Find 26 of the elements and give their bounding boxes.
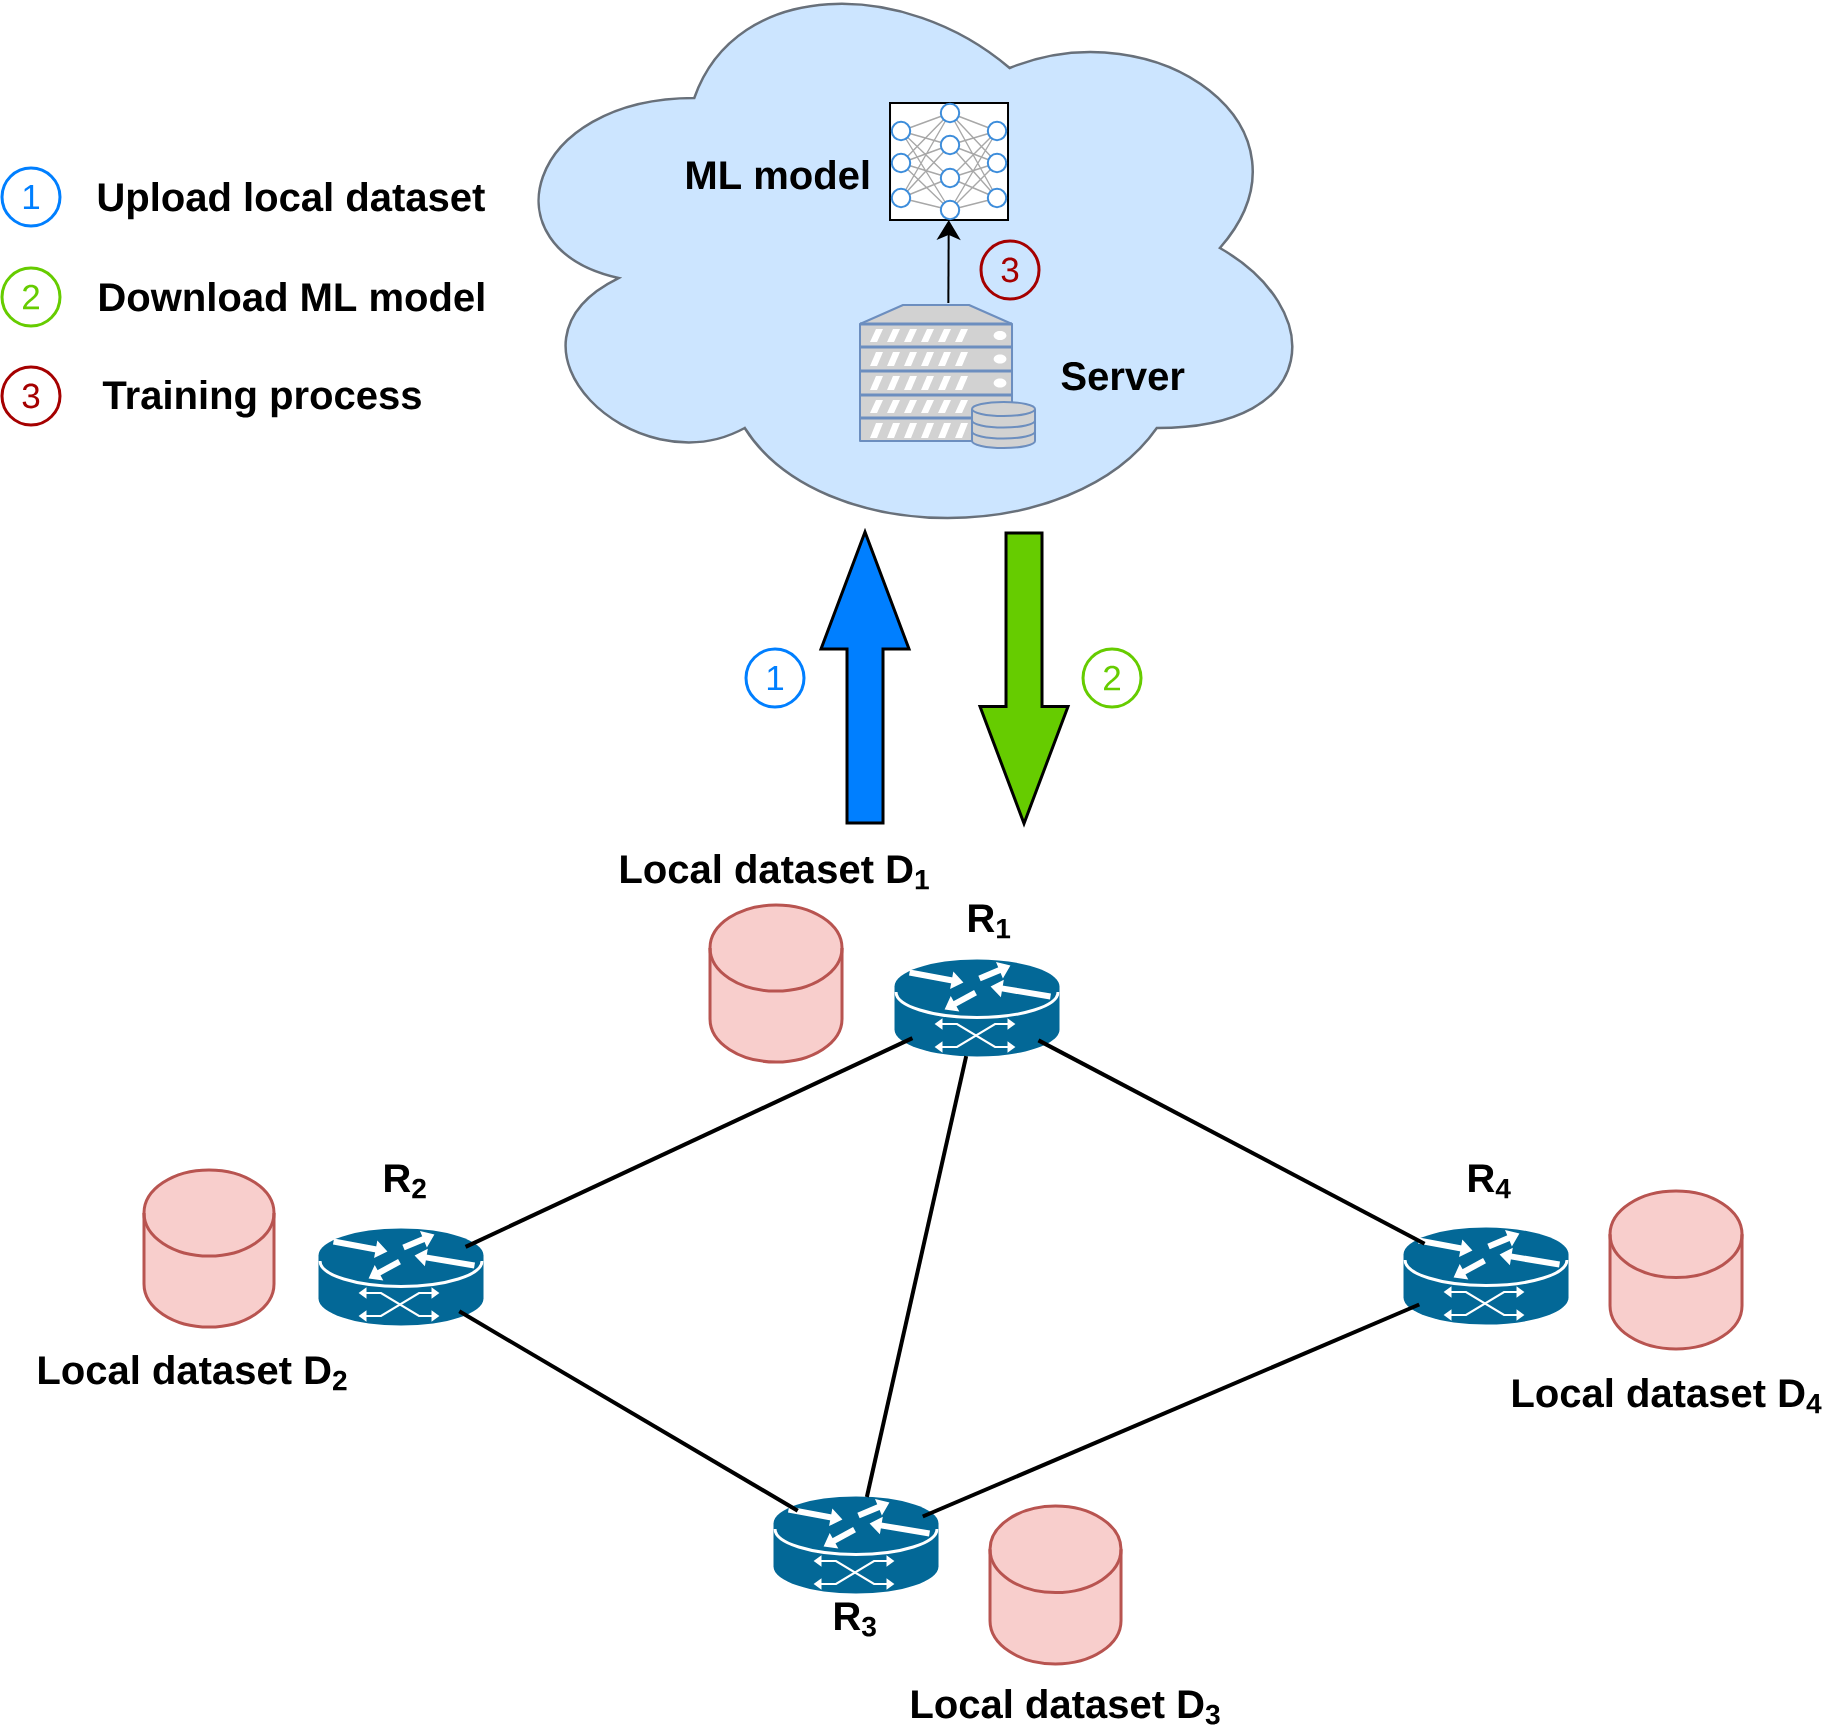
block-arrow bbox=[977, 531, 1071, 828]
connector-line bbox=[922, 1302, 1421, 1519]
legend-label: Training process bbox=[102, 380, 421, 418]
legend-label: Upload local dataset bbox=[98, 182, 485, 220]
callout-number: 1 bbox=[744, 647, 806, 709]
router-label: R$_{1}$ bbox=[969, 904, 1011, 939]
model-label: ML model bbox=[687, 160, 869, 190]
legend-number: 1 bbox=[0, 166, 62, 228]
callout-number: 3 bbox=[979, 239, 1041, 301]
connector-line bbox=[458, 1309, 799, 1513]
dataset-caption: Local dataset D$_{1}$ bbox=[621, 854, 929, 890]
server-label: Server bbox=[1061, 362, 1185, 391]
legend-number: 2 bbox=[0, 266, 62, 328]
block-arrow bbox=[818, 527, 912, 825]
router-label: R$_{4}$ bbox=[1469, 1164, 1511, 1199]
legend-number: 3 bbox=[0, 365, 62, 427]
legend-label: Download ML model bbox=[100, 282, 484, 312]
dataset-caption: Local dataset D$_{4}$ bbox=[1513, 1378, 1822, 1414]
callout-number: 2 bbox=[1081, 647, 1143, 709]
connector-line bbox=[1037, 1038, 1426, 1246]
router-label: R$_{2}$ bbox=[385, 1164, 426, 1199]
connector-line bbox=[464, 1036, 914, 1249]
connector-line bbox=[864, 1055, 969, 1498]
dataset-caption: Local dataset D$_{2}$ bbox=[39, 1355, 347, 1391]
router-label: R$_{3}$ bbox=[835, 1602, 876, 1637]
dataset-caption: Local dataset D$_{3}$ bbox=[912, 1689, 1220, 1725]
